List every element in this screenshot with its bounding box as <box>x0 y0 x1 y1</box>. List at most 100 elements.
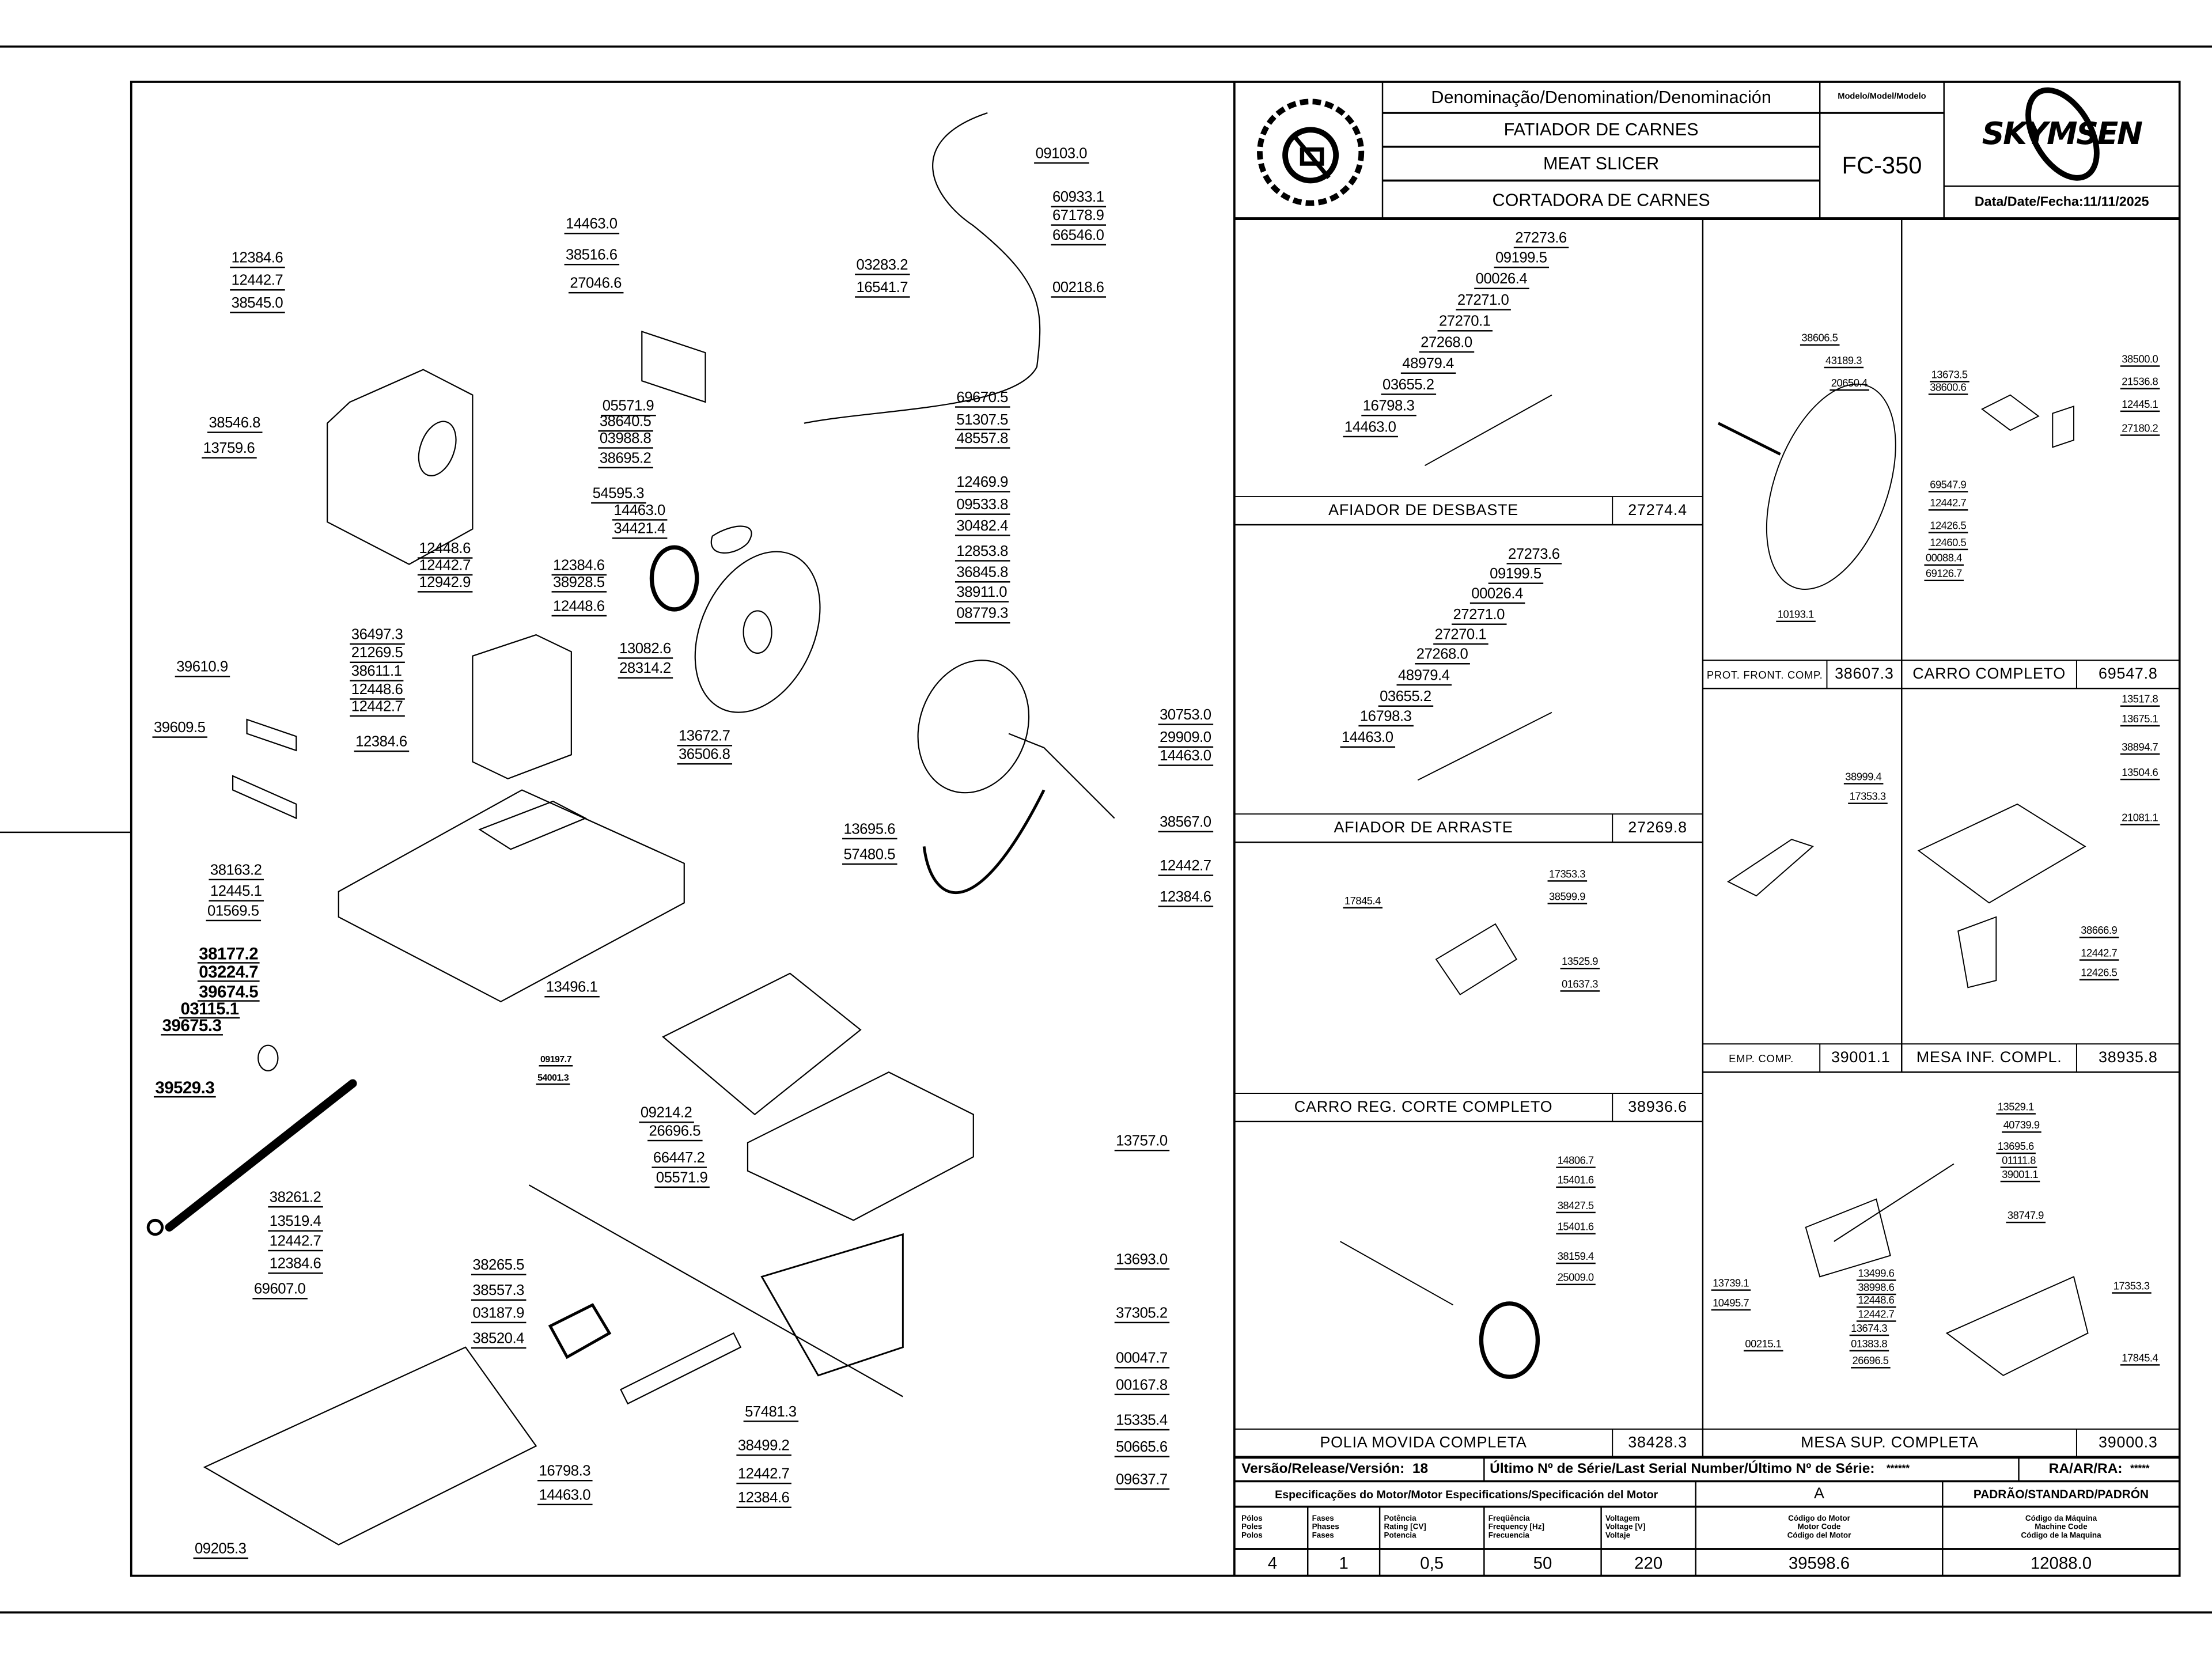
spec-value: 39598.6 <box>1788 1552 1850 1573</box>
subassembly-part-callout: 27271.0 <box>1452 607 1506 625</box>
part-callout: 57481.3 <box>743 1404 798 1422</box>
subassembly-part-callout: 09199.5 <box>1488 566 1543 584</box>
part-callout: 66447.2 <box>652 1150 706 1168</box>
subassembly-part-callout: 20650.4 <box>1830 377 1869 391</box>
part-callout: 12469.9 <box>955 475 1010 493</box>
subassembly-part-callout: 12442.7 <box>2079 948 2119 961</box>
product-name-es: CORTADORA DE CARNES <box>1492 190 1710 210</box>
part-callout: 03283.2 <box>855 257 910 275</box>
part-callout: 50665.6 <box>1114 1440 1169 1457</box>
part-callout: 03115.1 <box>179 1000 241 1019</box>
variant-code: A <box>1813 1485 1824 1503</box>
subassembly-part-callout: 38159.4 <box>1556 1251 1596 1264</box>
subassembly-title: MESA INF. COMPL. <box>1916 1050 2062 1067</box>
part-callout: 38640.5 <box>598 414 653 432</box>
part-callout: 54001.3 <box>536 1074 570 1085</box>
part-callout: 48557.8 <box>955 431 1010 449</box>
subassembly-part-callout: 13504.6 <box>2120 767 2160 781</box>
subassembly-code: 69547.8 <box>2099 665 2158 683</box>
part-callout: 69670.5 <box>955 390 1010 408</box>
part-callout: 09103.0 <box>1034 146 1089 164</box>
subassembly-part-callout: 17353.3 <box>1848 791 1888 804</box>
subassembly-part-callout: 27268.0 <box>1419 335 1474 353</box>
subassembly-title: AFIADOR DE ARRASTE <box>1334 819 1513 837</box>
part-callout: 39610.9 <box>175 660 230 677</box>
subassembly-part-callout: 00215.1 <box>1743 1338 1783 1352</box>
part-callout: 57480.5 <box>842 847 897 865</box>
ra-field: RA/AR/RA: ***** <box>2019 1457 2180 1482</box>
spec-column-header: Código do Motor Motor Code Código del Mo… <box>1787 1515 1851 1541</box>
part-callout: 51307.5 <box>955 412 1010 430</box>
part-callout: 12442.7 <box>350 699 404 717</box>
part-callout: 26696.5 <box>647 1124 702 1142</box>
serial-label: Último Nº de Série/Last Serial Number/Úl… <box>1490 1461 1875 1478</box>
part-callout: 13672.7 <box>677 729 732 747</box>
part-callout: 34421.4 <box>612 521 667 539</box>
ra-value: ***** <box>2130 1464 2150 1475</box>
part-callout: 12442.7 <box>1158 858 1213 876</box>
subassembly-part-callout: 27273.6 <box>1506 547 1561 565</box>
part-callout: 09214.2 <box>639 1105 694 1123</box>
part-callout: 38177.2 <box>197 945 260 964</box>
subassembly-part-callout: 10495.7 <box>1711 1297 1751 1311</box>
subassembly-part-callout: 27273.6 <box>1513 230 1569 249</box>
part-callout: 28314.2 <box>618 661 673 679</box>
standard-label: PADRÃO/STANDARD/PADRÓN <box>1973 1487 2149 1501</box>
part-callout: 12442.7 <box>268 1234 323 1252</box>
spec-value: 220 <box>1634 1552 1663 1573</box>
exploded-view-sketch <box>146 112 1115 1546</box>
subassembly-part-callout: 01111.8 <box>2000 1155 2037 1168</box>
part-callout: 36845.8 <box>955 565 1010 583</box>
brand-logo: SKYMSEN <box>1944 82 2180 186</box>
part-callout: 03187.9 <box>471 1306 526 1324</box>
subassembly-sketches <box>1340 383 2089 1379</box>
subassembly-part-callout: 39001.1 <box>2000 1169 2040 1183</box>
subassembly-part-callout: 43189.3 <box>1824 355 1863 369</box>
part-callout: 12442.7 <box>417 558 472 576</box>
subassembly-part-callout: 25009.0 <box>1556 1272 1596 1286</box>
spec-column-header: Pólos Poles Polos <box>1241 1515 1263 1541</box>
subassembly-part-callout: 12445.1 <box>2120 399 2160 412</box>
subassembly-part-callout: 12426.5 <box>1928 520 1968 533</box>
denomination-header: Denominação/Denomination/Denominación <box>1431 87 1771 108</box>
part-callout: 13082.6 <box>618 641 673 659</box>
subassembly-part-callout: 12442.7 <box>1856 1308 1896 1322</box>
subassembly-part-callout: 14463.0 <box>1340 730 1395 748</box>
part-callout: 38545.0 <box>230 296 285 313</box>
part-callout: 12448.6 <box>350 682 404 700</box>
part-callout: 05571.9 <box>601 399 656 416</box>
part-callout: 00218.6 <box>1051 280 1105 298</box>
subassembly-part-callout: 13517.8 <box>2120 694 2160 707</box>
subassembly-code: 38428.3 <box>1628 1434 1687 1452</box>
part-callout: 13695.6 <box>842 822 897 840</box>
part-callout: 39674.5 <box>197 983 260 1002</box>
product-name-pt: FATIADOR DE CARNES <box>1503 120 1699 140</box>
subassembly-part-callout: 15401.6 <box>1556 1221 1596 1234</box>
subassembly-part-callout: 12460.5 <box>1928 537 1968 551</box>
part-callout: 03988.8 <box>598 431 653 449</box>
subassembly-part-callout: 13529.1 <box>1996 1101 2036 1115</box>
product-name-en: MEAT SLICER <box>1543 153 1660 174</box>
part-callout: 39529.3 <box>153 1079 216 1098</box>
subassembly-part-callout: 15401.6 <box>1556 1175 1596 1188</box>
part-callout: 12448.6 <box>417 541 472 559</box>
part-callout: 38499.2 <box>736 1438 791 1456</box>
subassembly-part-callout: 00026.4 <box>1474 271 1529 290</box>
part-callout: 29909.0 <box>1158 730 1213 748</box>
part-callout: 12942.9 <box>417 575 472 593</box>
subassembly-part-callout: 69547.9 <box>1928 479 1968 493</box>
subassembly-part-callout: 38500.0 <box>2120 353 2160 367</box>
subassembly-part-callout: 38600.6 <box>1928 381 1968 395</box>
subassembly-part-callout: 16798.3 <box>1361 399 1416 416</box>
subassembly-part-callout: 27268.0 <box>1415 647 1469 665</box>
subassembly-part-callout: 17845.4 <box>1343 895 1382 909</box>
part-callout: 38261.2 <box>268 1190 323 1208</box>
part-callout: 30753.0 <box>1158 707 1213 725</box>
spec-column-header: Freqüência Frequency [Hz] Frecuencia <box>1488 1515 1545 1541</box>
subassembly-title: EMP. COMP. <box>1729 1051 1794 1065</box>
part-callout: 00167.8 <box>1114 1377 1169 1396</box>
part-callout: 38520.4 <box>471 1331 526 1349</box>
spec-value: 1 <box>1339 1552 1349 1573</box>
